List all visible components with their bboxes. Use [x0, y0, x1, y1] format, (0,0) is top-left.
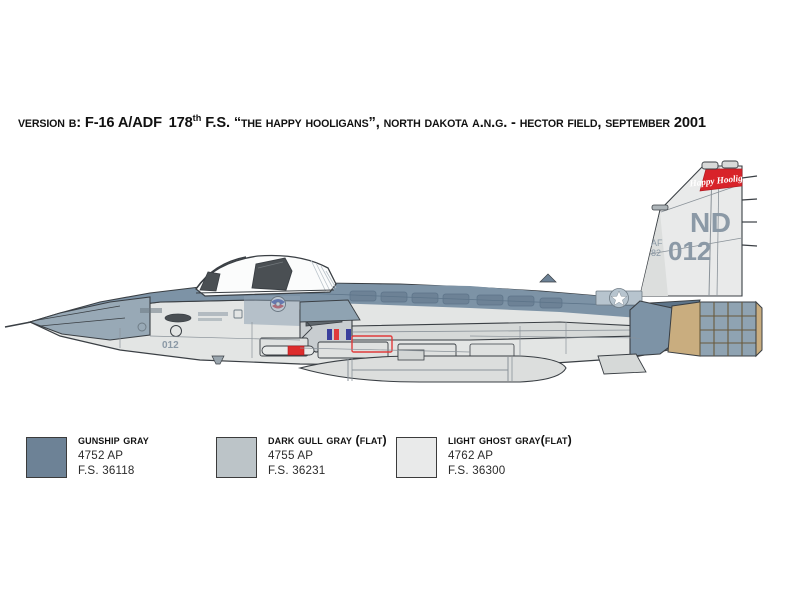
- legend-text-group: Light Ghost Gray(Flat) 4762 AP F.S. 3630…: [448, 434, 572, 477]
- legend-code: 4762 AP: [448, 449, 494, 463]
- caption-aircraft: F-16 A/ADF: [84, 114, 162, 132]
- legend-code: 4755 AP: [268, 449, 314, 463]
- radome-line-b: [39, 317, 126, 327]
- spine-panels: [349, 290, 563, 309]
- legend-name: Gunship Gray: [78, 433, 149, 447]
- fin-root-antenna: [651, 204, 669, 211]
- legend-fs: F.S. 36300: [448, 464, 506, 477]
- centerline-fuel-tank: [297, 349, 567, 383]
- fin-panel-line-b: [649, 237, 743, 255]
- static-dischargers: [741, 175, 758, 247]
- legend-item-dark-gull-gray: Dark Gull Gray (Flat) 4755 AP F.S. 36231: [216, 434, 396, 478]
- insignia-star: [610, 290, 628, 306]
- wing-panel-line: [351, 329, 641, 333]
- nozzle-rings: [700, 315, 756, 344]
- legend-swatch-light-ghost-gray: [396, 437, 437, 478]
- cockpit-side-shade: [244, 296, 300, 326]
- caption-version-label: Version B:: [18, 114, 81, 132]
- ventral-store: [261, 345, 315, 356]
- forward-stencils: [140, 296, 300, 326]
- rescue-marking-outline: [351, 335, 393, 353]
- caption-nickname: “The Happy Hooligans”,: [233, 114, 380, 132]
- lerx-strake: [299, 299, 361, 323]
- legend-code: 4752 AP: [78, 449, 124, 463]
- ventral-fin: [597, 353, 647, 375]
- legend-item-light-ghost-gray: Light Ghost Gray(Flat) 4762 AP F.S. 3630…: [396, 434, 596, 478]
- tail-serial-prefix-line2: 82: [651, 248, 661, 258]
- fin-tip-pods: [701, 160, 739, 170]
- nose-vent: [137, 322, 147, 332]
- spine-panel-line: [299, 292, 641, 307]
- aircraft-profile-artwork: Happy Hooligans ND AF 82 012: [0, 150, 800, 415]
- fin-leading-shade: [640, 212, 668, 296]
- nozzle-inner-ring: [667, 301, 701, 357]
- legend-fs: F.S. 36231: [268, 464, 326, 477]
- national-insignia-star-and-bar: [595, 288, 643, 308]
- exhaust-nozzle: [667, 300, 763, 358]
- blade-antennas: [211, 273, 557, 365]
- radome-line-a: [31, 305, 121, 322]
- legend-swatch-gunship-gray: [26, 437, 67, 478]
- legend-swatch-dark-gull-gray: [216, 437, 257, 478]
- fuselage-upper: [29, 282, 641, 323]
- fuselage-stripe-markings: [327, 329, 351, 340]
- pitot-probe: [4, 321, 32, 328]
- nose-gear-door: [164, 313, 192, 323]
- lower-panel-lines: [119, 322, 641, 358]
- nozzle-lip: [755, 300, 763, 358]
- nose-number: 012: [162, 340, 179, 351]
- tail-serial: 012: [668, 236, 711, 266]
- legend-name: Dark Gull Gray (Flat): [268, 433, 387, 447]
- tail-serial-prefix-line1: AF: [651, 238, 663, 248]
- vertical-stabilizer: Happy Hooligans ND AF 82 012: [639, 160, 758, 297]
- legend-name: Light Ghost Gray(Flat): [448, 433, 572, 447]
- caption-location: North Dakota A.N.G. - Hector Field,: [383, 114, 602, 132]
- legend-text-group: Gunship Gray 4752 AP F.S. 36118: [78, 434, 149, 477]
- windscreen-frame: [195, 256, 247, 290]
- fuel-tank-body: [297, 355, 567, 383]
- stencil-block-b: [198, 312, 228, 316]
- caption-date: September 2001: [605, 114, 706, 132]
- canopy-rear-frame: [310, 259, 337, 293]
- fin-panel-line-a: [660, 183, 743, 213]
- seat-headrest-line: [257, 261, 284, 269]
- colour-legend: Gunship Gray 4752 AP F.S. 36118 Dark Gul…: [26, 434, 766, 494]
- tail-band: Happy Hooligans: [688, 168, 757, 192]
- legend-item-gunship-gray: Gunship Gray 4752 AP F.S. 36118: [26, 434, 216, 478]
- f16-side-view: Happy Hooligans ND AF 82 012: [4, 160, 763, 383]
- legend-fs: F.S. 36118: [78, 464, 135, 477]
- profile-caption: Version B: F-16 A/ADF 178th F.S. “The Hap…: [18, 113, 761, 135]
- caption-squadron-unit: F.S.: [205, 114, 230, 132]
- hud-assembly: [199, 271, 221, 292]
- cockpit-canopy: [195, 254, 337, 297]
- ejection-seat: [251, 257, 293, 291]
- forward-access-panel: [233, 309, 243, 319]
- tail-code: ND: [690, 207, 731, 238]
- canopy-sill: [195, 289, 335, 294]
- stencil-block-c: [198, 318, 222, 321]
- tail-band-red: [699, 168, 743, 192]
- centerline-pylon: [397, 349, 425, 361]
- legend-text-group: Dark Gull Gray (Flat) 4755 AP F.S. 36231: [268, 434, 387, 477]
- caption-squadron-number: 178: [168, 114, 193, 132]
- caption-squadron-ordinal: th: [192, 113, 202, 124]
- stencil-block-a: [140, 308, 162, 313]
